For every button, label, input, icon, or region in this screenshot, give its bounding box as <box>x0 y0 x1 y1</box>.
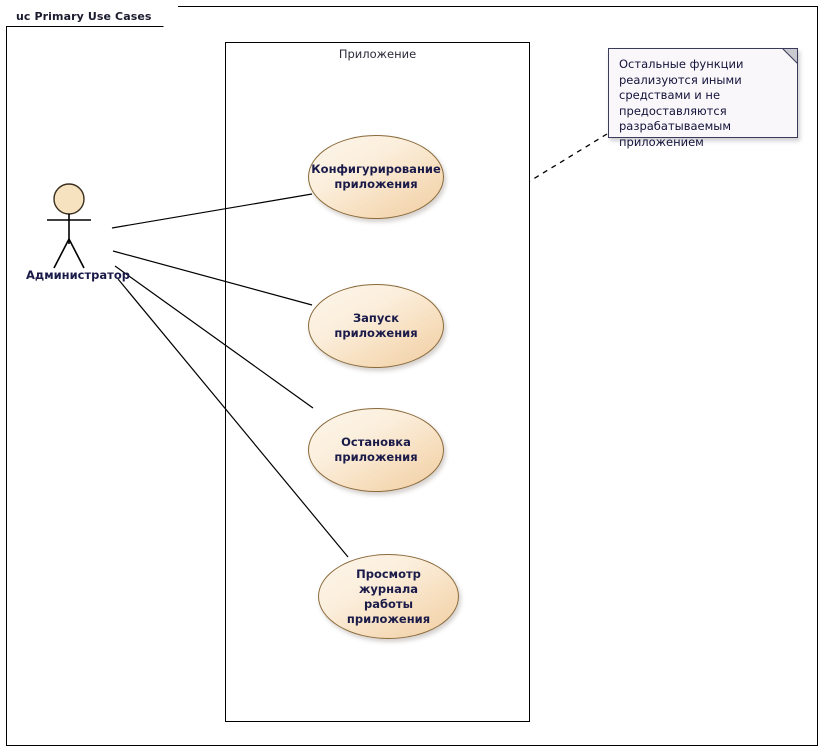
use-case-view-log-label: Просмотр журнала работы приложения <box>346 566 431 626</box>
note-text: Остальные функции реализуются иными сред… <box>619 57 744 149</box>
frame-title-text: uc Primary Use Cases <box>16 9 152 23</box>
note-box[interactable]: Остальные функции реализуются иными сред… <box>608 48 798 149</box>
use-case-configure-label: Конфигурирование приложения <box>311 162 441 191</box>
actor-leg-left-line <box>53 238 70 269</box>
use-case-start[interactable]: Запуск приложения <box>308 284 444 368</box>
actor-label: Администратор <box>26 268 130 282</box>
system-boundary-label: Приложение <box>338 47 417 61</box>
use-case-start-label: Запуск приложения <box>334 311 418 340</box>
use-case-stop-label: Остановка приложения <box>334 435 418 464</box>
use-case-view-log[interactable]: Просмотр журнала работы приложения <box>318 554 459 639</box>
actor-leg-right-line <box>68 238 85 269</box>
use-case-configure[interactable]: Конфигурирование приложения <box>308 135 444 219</box>
use-case-stop[interactable]: Остановка приложения <box>308 408 444 492</box>
actor-administrator[interactable] <box>36 182 116 272</box>
frame-title-tab: uc Primary Use Cases <box>6 6 178 26</box>
actor-head-icon <box>53 183 85 215</box>
note-fold-corner-icon <box>781 48 798 65</box>
